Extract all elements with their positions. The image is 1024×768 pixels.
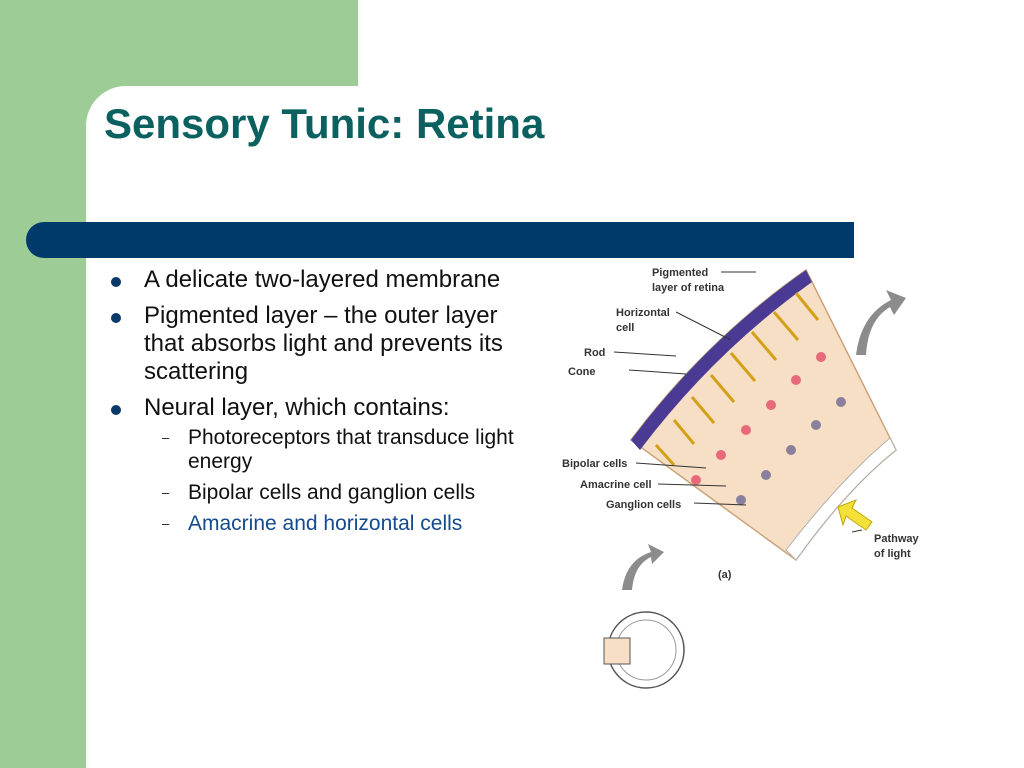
bullet-text: A delicate two-layered membrane (144, 266, 501, 293)
retina-diagram: Pigmented layer of retina Horizontal cel… (562, 267, 920, 689)
bullet-text: Pigmented layer – the outer layer that a… (144, 302, 503, 385)
slide-title: Sensory Tunic: Retina (104, 100, 545, 147)
label-pigmented-sub: layer of retina (652, 282, 725, 294)
sub-bullet-item: Photoreceptors that transduce light ener… (140, 426, 524, 474)
sub-bullet-text: Bipolar cells and ganglion cells (188, 481, 476, 504)
bullet-text: Neural layer, which contains: (144, 394, 450, 421)
sub-bullet-text: Amacrine and horizontal cells (188, 512, 463, 535)
label-rod: Rod (584, 347, 605, 359)
sub-bullet-list: Photoreceptors that transduce light ener… (140, 426, 524, 536)
label-pathway: Pathway (874, 533, 920, 545)
title-divider-bar (26, 222, 854, 258)
label-panel: (a) (718, 569, 732, 581)
neurons (691, 352, 846, 505)
eye-illustration (603, 611, 685, 689)
label-cone: Cone (568, 366, 596, 378)
bullet-list: A delicate two-layered membrane Pigmente… (104, 266, 524, 544)
curved-arrow-small (622, 544, 664, 590)
background-white-top (358, 0, 1024, 86)
label-horizontal: Horizontal (616, 307, 670, 319)
label-pigmented: Pigmented (652, 267, 708, 279)
photoreceptors (654, 292, 820, 467)
bullet-item: A delicate two-layered membrane (104, 266, 524, 294)
sub-bullet-item: Bipolar cells and ganglion cells (140, 481, 524, 505)
diagram-labels: Pigmented layer of retina Horizontal cel… (562, 267, 920, 581)
bullet-item: Neural layer, which contains: Photorecep… (104, 394, 524, 536)
bullet-item: Pigmented layer – the outer layer that a… (104, 302, 524, 386)
label-horizontal-sub: cell (616, 322, 634, 334)
retina-wedge (622, 268, 906, 590)
pigmented-layer (631, 270, 812, 450)
label-lines (613, 271, 863, 533)
nerve-fiber-layer (785, 437, 897, 561)
label-ganglion: Ganglion cells (606, 499, 681, 511)
sub-bullet-text: Photoreceptors that transduce light ener… (188, 426, 514, 473)
label-amacrine: Amacrine cell (580, 479, 652, 491)
eye-zoom-box (603, 637, 631, 665)
sub-bullet-item: Amacrine and horizontal cells (140, 512, 524, 536)
label-bipolar: Bipolar cells (562, 458, 627, 470)
curved-arrow (856, 290, 906, 355)
label-pathway-sub: of light (874, 548, 911, 560)
light-pathway-arrow (837, 499, 873, 531)
